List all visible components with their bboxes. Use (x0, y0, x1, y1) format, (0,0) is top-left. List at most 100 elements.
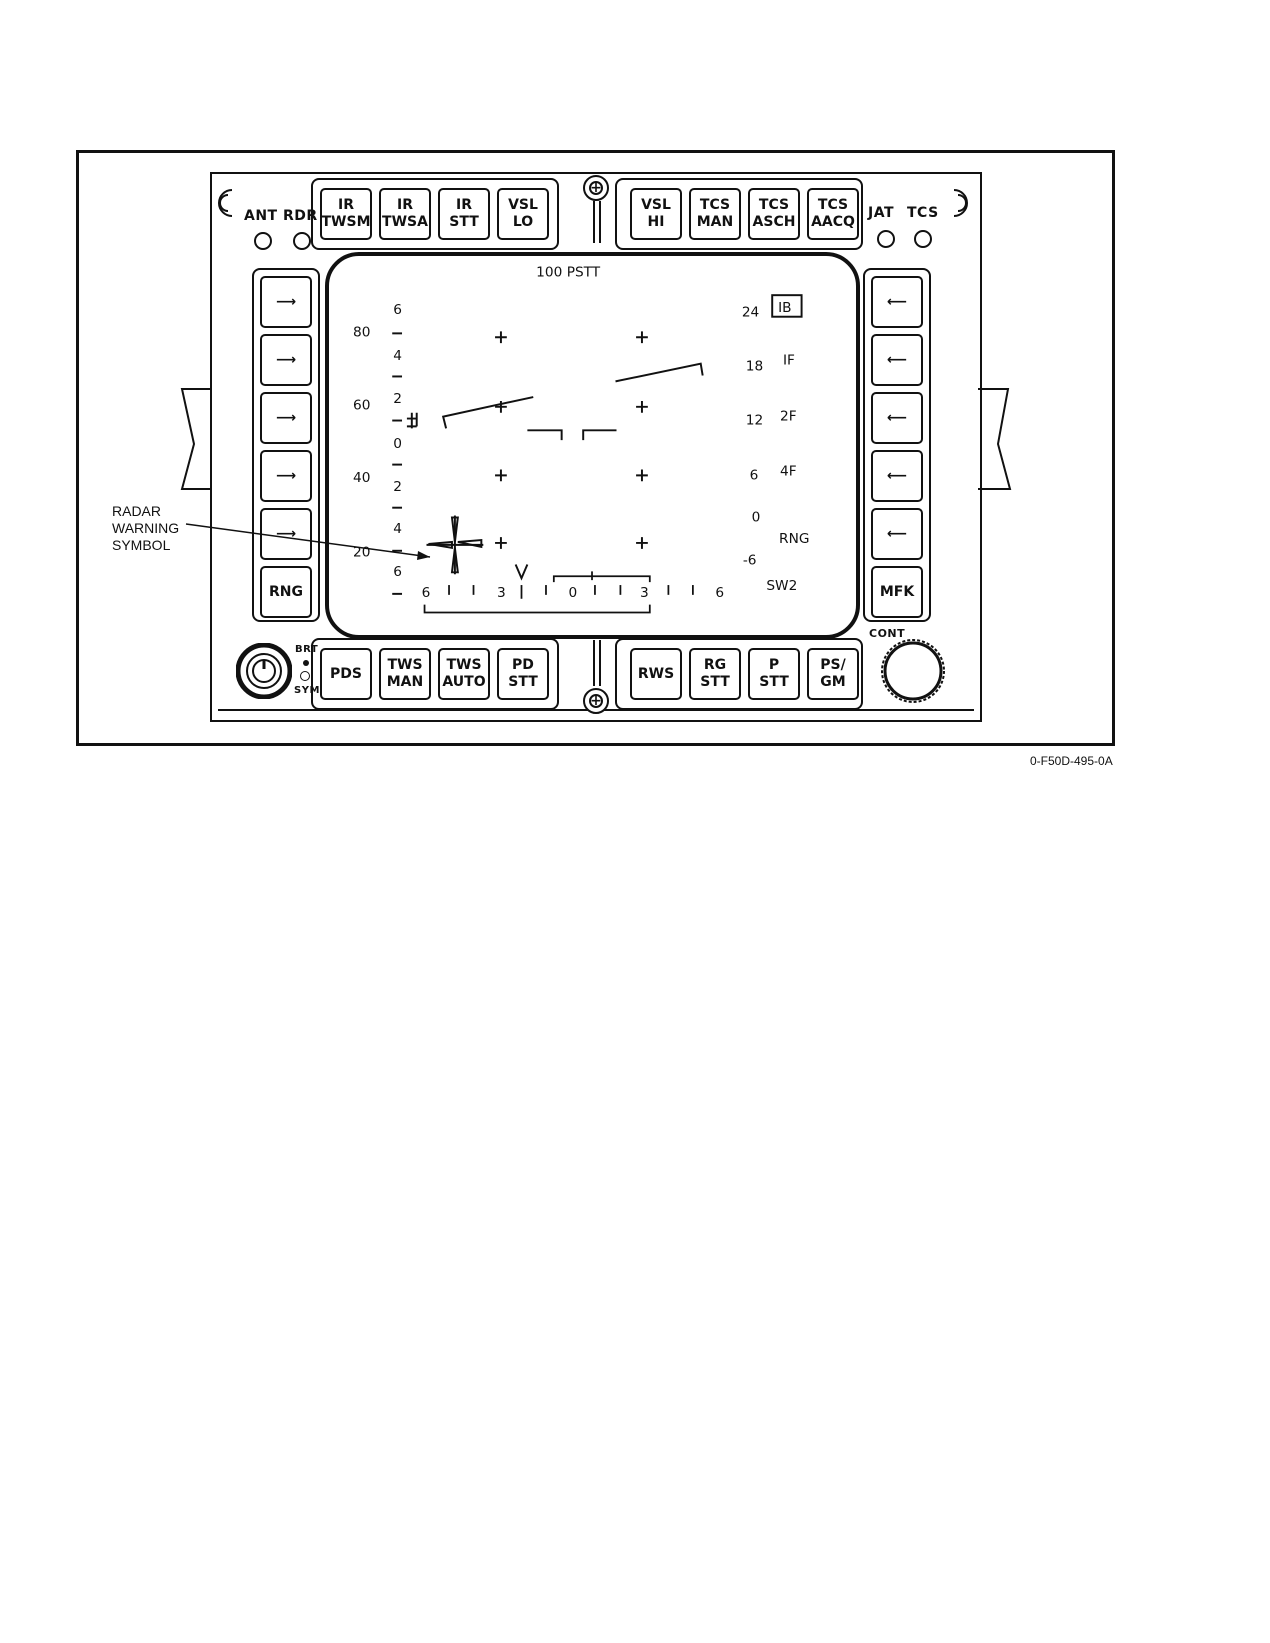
4f-label: 4F (780, 463, 797, 479)
ps-gm-button[interactable]: PS/ GM (807, 648, 859, 700)
elevation-label-4-down: 4 (393, 521, 402, 537)
top-screw-icon (583, 175, 609, 201)
azimuth-caret-icon (514, 564, 529, 581)
ir-twsa-button[interactable]: IR TWSA (379, 188, 431, 240)
divider-top (593, 201, 601, 243)
sym-indicator-icon (300, 671, 310, 681)
if-label: IF (783, 353, 795, 369)
range-label-24: 24 (742, 305, 759, 321)
left-option-button-3[interactable]: ⟶ (260, 392, 312, 444)
left-option-button-1[interactable]: ⟶ (260, 276, 312, 328)
altitude-label-40: 40 (353, 470, 370, 486)
callout-leader-arrow (185, 523, 431, 560)
range-label-0: 0 (752, 509, 761, 525)
arrow-right-icon: ⟶ (275, 409, 297, 426)
brt-sym-knob[interactable] (236, 643, 292, 699)
top-left-button-bar (311, 178, 559, 250)
tcs-man-button[interactable]: TCS MAN (689, 188, 741, 240)
arrow-left-icon: ⟵ (886, 293, 908, 310)
tcs-lamp[interactable] (914, 230, 932, 248)
ib-box (771, 294, 803, 318)
panel-bracket-left (180, 388, 212, 490)
mfk-button[interactable]: MFK (871, 566, 923, 618)
p-stt-button[interactable]: P STT (748, 648, 800, 700)
radar-warning-symbol (426, 515, 484, 575)
bottom-left-button-bar (311, 638, 559, 710)
brt-label: BRT (295, 644, 319, 655)
rdr-label: RDR (283, 208, 318, 224)
ir-twsm-button[interactable]: IR TWSM (320, 188, 372, 240)
bottom-right-button-bar (615, 638, 863, 710)
right-option-button-3[interactable]: ⟵ (871, 392, 923, 444)
ir-stt-button[interactable]: IR STT (438, 188, 490, 240)
elevation-label-2-down: 2 (393, 479, 402, 495)
cont-label: CONT (869, 627, 906, 640)
range-label-18: 18 (746, 359, 763, 375)
vsl-hi-button[interactable]: VSL HI (630, 188, 682, 240)
panel-corner-right-icon (953, 189, 968, 217)
tws-man-button[interactable]: TWS MAN (379, 648, 431, 700)
arrow-left-icon: ⟵ (886, 409, 908, 426)
right-option-button-4[interactable]: ⟵ (871, 450, 923, 502)
elevation-label-6-up: 6 (393, 302, 402, 318)
right-option-button-2[interactable]: ⟵ (871, 334, 923, 386)
rg-stt-button[interactable]: RG STT (689, 648, 741, 700)
range-label-12: 12 (746, 412, 763, 428)
elevation-label-4-up: 4 (393, 348, 402, 364)
azimuth-ticks (448, 585, 694, 599)
panel-corner-left-icon (218, 189, 233, 217)
arrow-right-icon: ⟶ (275, 293, 297, 310)
altitude-label-60: 60 (353, 398, 370, 414)
pds-button[interactable]: PDS (320, 648, 372, 700)
tcs-label: TCS (907, 205, 939, 221)
arrow-left-icon: ⟵ (886, 467, 908, 484)
vsl-lo-button[interactable]: VSL LO (497, 188, 549, 240)
jat-lamp[interactable] (877, 230, 895, 248)
tws-auto-button[interactable]: TWS AUTO (438, 648, 490, 700)
azimuth-label-3-right: 3 (640, 585, 649, 601)
2f-label: 2F (780, 409, 797, 425)
screen-title: 100 PSTT (536, 265, 601, 281)
rws-button[interactable]: RWS (630, 648, 682, 700)
elevation-ticks (392, 332, 403, 595)
pd-stt-button[interactable]: PD STT (497, 648, 549, 700)
tcs-aacq-button[interactable]: TCS AACQ (807, 188, 859, 240)
rdr-lamp[interactable] (293, 232, 311, 250)
azimuth-label-0: 0 (569, 585, 578, 601)
elevation-label-2-up: 2 (393, 391, 402, 407)
tcs-asch-button[interactable]: TCS ASCH (748, 188, 800, 240)
azimuth-label-6-right: 6 (715, 585, 724, 601)
aircraft-reference-symbol (527, 429, 617, 441)
ant-lamp[interactable] (254, 232, 272, 250)
arrow-left-icon: ⟵ (886, 351, 908, 368)
ant-label: ANT (244, 208, 278, 224)
bottom-screw-icon (583, 688, 609, 714)
elevation-caret-icon (406, 412, 418, 429)
azimuth-label-6-left: 6 (422, 585, 431, 601)
figure-frame (76, 150, 1115, 746)
right-option-button-1[interactable]: ⟵ (871, 276, 923, 328)
rng-button[interactable]: RNG (260, 566, 312, 618)
range-label-6: 6 (750, 467, 759, 483)
elevation-label-0: 0 (393, 436, 402, 452)
left-option-button-2[interactable]: ⟶ (260, 334, 312, 386)
jat-label: JAT (868, 205, 895, 221)
horizon-line (441, 362, 704, 429)
top-right-button-bar (615, 178, 863, 250)
right-option-button-5[interactable]: ⟵ (871, 508, 923, 560)
right-button-column (863, 268, 931, 622)
panel-bracket-right (978, 388, 1012, 490)
radar-screen: 100 PSTT 80 60 40 20 6 4 2 0 2 4 6 24 18… (325, 252, 860, 639)
cont-knob[interactable] (878, 636, 948, 706)
ib-label: IB (778, 300, 791, 316)
elevation-label-6-down: 6 (393, 564, 402, 580)
arrow-left-icon: ⟵ (886, 525, 908, 542)
rng-mode-label: RNG (779, 531, 809, 547)
radar-warning-callout: RADAR WARNING SYMBOL (112, 503, 180, 553)
arrow-right-icon: ⟶ (275, 351, 297, 368)
altitude-label-80: 80 (353, 324, 370, 340)
azimuth-label-3-left: 3 (497, 585, 506, 601)
brt-indicator-icon (303, 660, 309, 666)
range-label-neg-6: -6 (743, 552, 757, 568)
left-option-button-4[interactable]: ⟶ (260, 450, 312, 502)
